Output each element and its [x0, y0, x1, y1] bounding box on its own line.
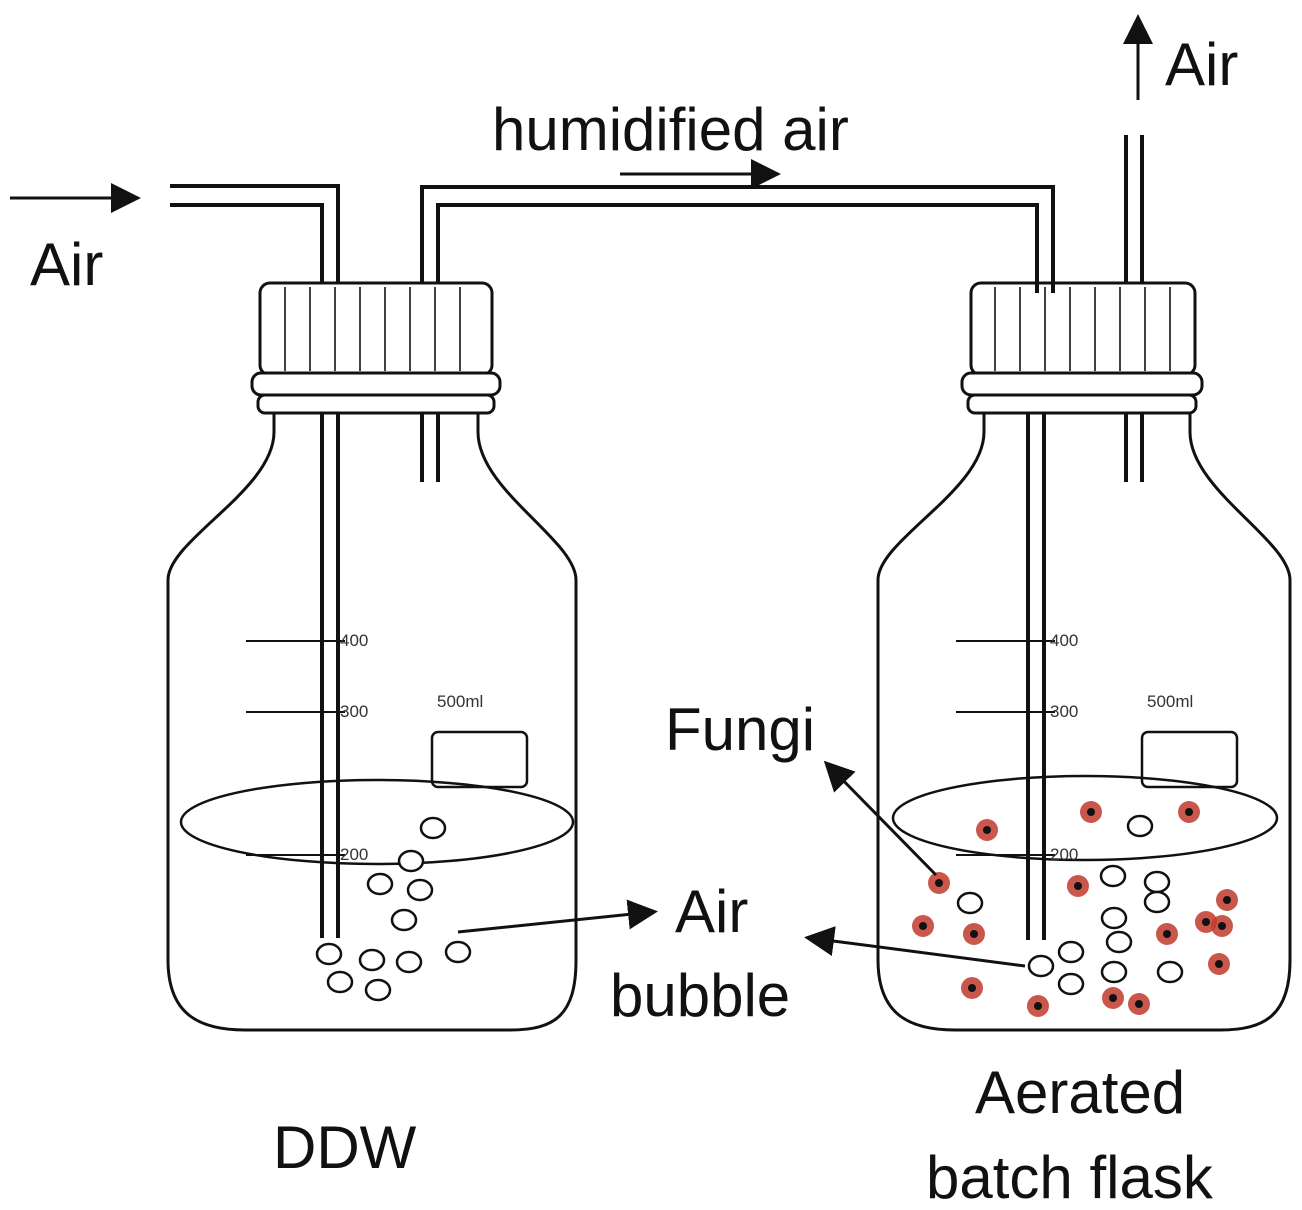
air-bubble-pointer-left [457, 899, 658, 934]
air-bubble-pointer-right [804, 926, 1026, 968]
fungi-spot [1208, 953, 1230, 975]
fungi-spot [1027, 995, 1049, 1017]
fungi-spot [963, 923, 985, 945]
fungi-spot [1067, 875, 1089, 897]
ddw-label-patch [430, 730, 529, 789]
ddw-cap-ring [250, 371, 502, 397]
humidified-air-label: humidified air [492, 96, 849, 163]
ddw-label: DDW [273, 1114, 417, 1181]
ddw-bottle-cap [258, 281, 494, 377]
fungi-spot [1156, 923, 1178, 945]
fungi-spot [976, 819, 998, 841]
fungi-spot [928, 872, 950, 894]
fungi-label: Fungi [665, 696, 815, 763]
ddw-inlet-tube [320, 413, 340, 938]
air-out-label: Air [1165, 31, 1238, 98]
ddw-liquid-surface [179, 778, 575, 866]
fungi-spot [1216, 889, 1238, 911]
flask-grad-200: 200 [1050, 845, 1078, 864]
air-in-label: Air [30, 231, 103, 298]
fungi-spot [1178, 801, 1200, 823]
flask-outlet-stub [1124, 413, 1144, 482]
fungi-spot [912, 915, 934, 937]
flask-volume-label: 500ml [1147, 692, 1193, 711]
flask-liquid-surface [891, 774, 1279, 862]
humidified-air-tubing [420, 185, 1055, 293]
ddw-neck-ring [256, 393, 496, 415]
ddw-graduations [246, 640, 345, 856]
ddw-bottle [166, 281, 578, 1032]
ddw-volume-label: 500ml [437, 692, 483, 711]
ddw-grad-200: 200 [340, 845, 368, 864]
flask-grad-400: 400 [1050, 631, 1078, 650]
fungi-spot [1211, 915, 1233, 937]
aerated-flask-label-line1: Aerated [975, 1059, 1185, 1126]
ddw-outlet-stub [420, 413, 440, 482]
fungi-spot [1102, 987, 1124, 1009]
fungi-spot [1128, 993, 1150, 1015]
fungi-particles [912, 801, 1238, 1017]
flask-cap [969, 281, 1197, 377]
flow-arrows [10, 14, 1153, 968]
air-bubble-label-line2: bubble [610, 962, 790, 1029]
flask-grad-300: 300 [1050, 702, 1078, 721]
aerated-flask [876, 281, 1292, 1032]
air-bubble-label-line1: Air [675, 878, 748, 945]
fungi-spot [1080, 801, 1102, 823]
flask-graduations [956, 640, 1055, 856]
flask-cap-ridges [994, 287, 1171, 371]
ddw-grad-400: 400 [340, 631, 368, 650]
fungi-spot [961, 977, 983, 999]
air-outlet-tubing [1124, 135, 1144, 283]
flask-air-bubbles [956, 814, 1184, 996]
aerated-flask-label-line2: batch flask [926, 1144, 1214, 1210]
fungi-pointer [823, 760, 938, 877]
flask-body [876, 413, 1292, 1032]
ddw-cap-ridges [284, 287, 461, 371]
flask-cap-ring [960, 371, 1204, 397]
ddw-grad-300: 300 [340, 702, 368, 721]
flask-inlet-tube [1026, 413, 1046, 940]
flask-label-patch [1140, 730, 1239, 789]
ddw-bottle-body [166, 413, 578, 1032]
ddw-air-bubbles [315, 816, 472, 1002]
air-inlet-tubing [170, 184, 340, 283]
flask-neck-ring [966, 393, 1198, 415]
